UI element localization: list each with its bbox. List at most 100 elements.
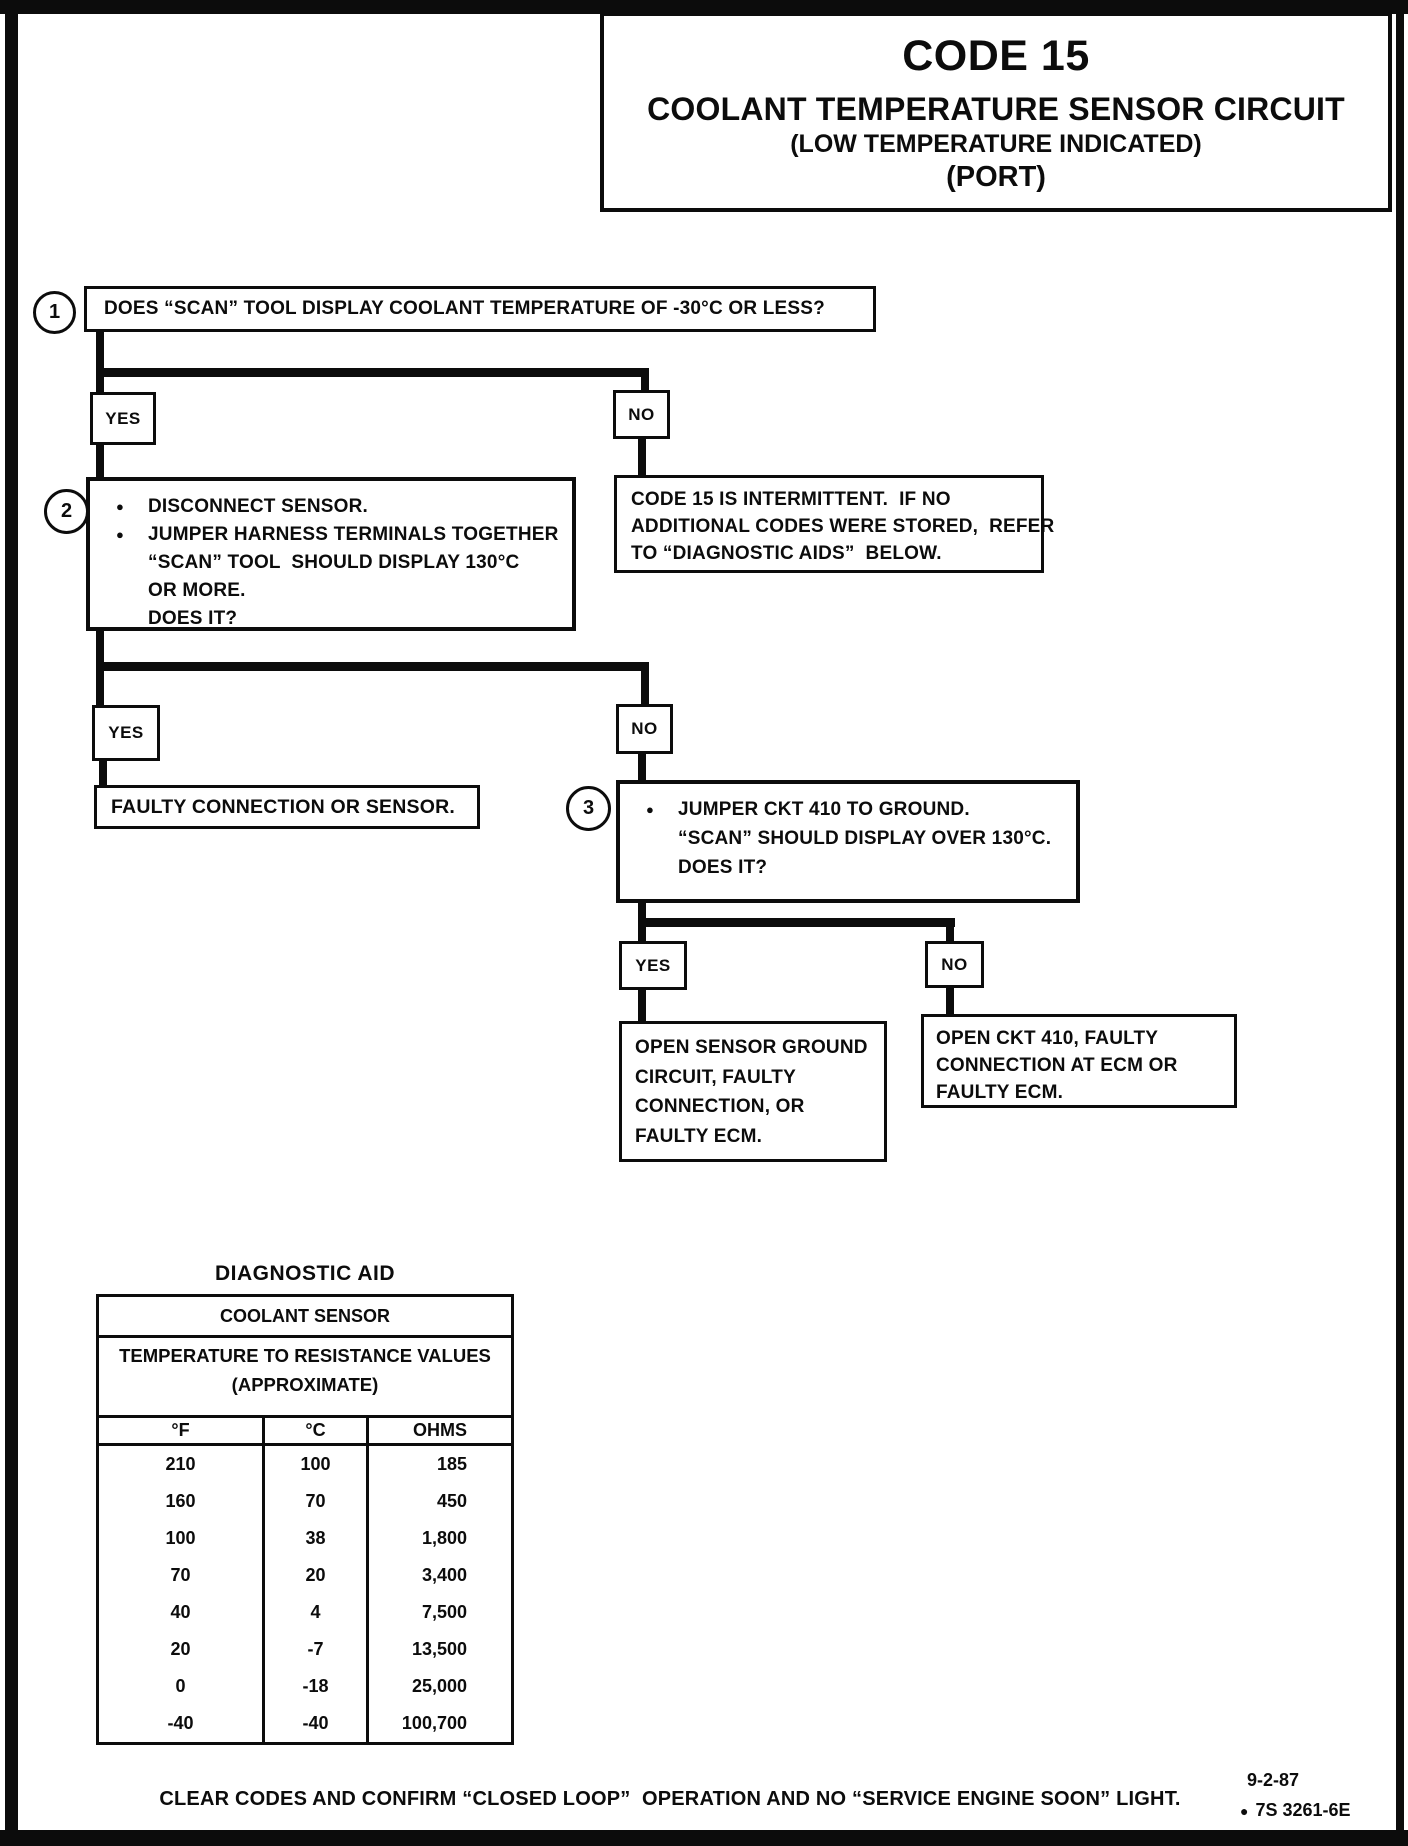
branch-2-no-label: NO: [616, 704, 673, 754]
step-3-badge: 3: [566, 786, 611, 831]
connector-line: [641, 662, 649, 706]
result-box-open-ckt: OPEN CKT 410, FAULTY CONNECTION AT ECM O…: [921, 1014, 1237, 1108]
decision-1-text: DOES “SCAN” TOOL DISPLAY COOLANT TEMPERA…: [104, 298, 825, 319]
table-cell: 38: [265, 1520, 369, 1557]
bullet-icon: ●: [116, 499, 125, 514]
yes-text: YES: [635, 955, 671, 975]
table-cell: 4: [265, 1594, 369, 1631]
step-3-number: 3: [582, 797, 595, 819]
column-header: OHMS: [369, 1418, 511, 1446]
table-title: COOLANT SENSOR: [99, 1297, 511, 1338]
page-subtitle-2: (LOW TEMPERATURE INDICATED): [790, 130, 1202, 158]
page-subtitle-3: (PORT): [946, 161, 1046, 193]
connector-line: [638, 918, 955, 927]
footer-doc-ref: ● 7S 3261-6E: [1240, 1800, 1351, 1821]
table-cell: 1,800: [421, 1528, 467, 1548]
result-line: OPEN SENSOR GROUND: [635, 1037, 868, 1058]
action-3-line: “SCAN” SHOULD DISPLAY OVER 130°C.: [678, 828, 1052, 849]
page-border-bottom: [0, 1830, 1408, 1846]
branch-2-yes-label: YES: [92, 705, 160, 761]
table-cell: 100: [265, 1446, 369, 1483]
diagnostic-aid-title: DIAGNOSTIC AID: [214, 1262, 396, 1285]
page-title: CODE 15: [902, 32, 1090, 80]
connector-line: [99, 759, 107, 787]
column-header: °F: [99, 1418, 265, 1446]
table-cell: 13,500: [411, 1639, 467, 1659]
bullet-icon: ●: [1240, 1802, 1249, 1819]
connector-line: [96, 444, 104, 479]
connector-line: [96, 368, 649, 377]
result-line: ADDITIONAL CODES WERE STORED, REFER: [631, 516, 1055, 537]
table-cell: 100: [99, 1520, 265, 1557]
branch-3-yes-label: YES: [619, 941, 687, 990]
connector-line: [641, 368, 649, 392]
connector-line: [946, 918, 954, 943]
no-text: NO: [941, 954, 968, 974]
table-cell: 20: [99, 1631, 265, 1668]
table-subtitle-line: (APPROXIMATE): [231, 1374, 379, 1395]
coolant-sensor-table: COOLANT SENSOR TEMPERATURE TO RESISTANCE…: [96, 1294, 514, 1745]
action-3-line: ● JUMPER CKT 410 TO GROUND.: [620, 795, 1076, 824]
connector-line: [96, 331, 104, 393]
page-border-top: [0, 0, 1408, 14]
column-header: °C: [265, 1418, 369, 1446]
result-line: CONNECTION AT ECM OR: [936, 1055, 1178, 1076]
table-cell: 25,000: [411, 1676, 467, 1696]
action-3-text: JUMPER CKT 410 TO GROUND.: [678, 799, 970, 820]
table-cell: 100,700: [401, 1713, 467, 1733]
table-cell: 3,400: [421, 1565, 467, 1585]
table-cell: 0: [99, 1668, 265, 1705]
result-line: FAULTY CONNECTION OR SENSOR.: [111, 795, 455, 818]
table-cell: 7,500: [421, 1602, 467, 1622]
step-1-number: 1: [48, 301, 61, 323]
branch-3-no-label: NO: [925, 941, 984, 988]
branch-1-no-label: NO: [613, 390, 670, 439]
action-2-line: ● DISCONNECT SENSOR.: [90, 493, 572, 521]
action-box-3: ● JUMPER CKT 410 TO GROUND. “SCAN” SHOUL…: [616, 780, 1080, 903]
result-line: CONNECTION, OR: [635, 1096, 805, 1117]
result-line: OPEN CKT 410, FAULTY: [936, 1028, 1159, 1049]
table-cell: 70: [265, 1483, 369, 1520]
result-line: FAULTY ECM.: [635, 1125, 763, 1147]
footer-date: 9-2-87: [1247, 1770, 1300, 1790]
result-box-intermittent: CODE 15 IS INTERMITTENT. IF NO ADDITIONA…: [614, 475, 1055, 573]
table-grid: °F °C OHMS 210 100 185 160 70 450 100 38…: [99, 1418, 511, 1742]
table-cell: -7: [265, 1631, 369, 1668]
table-cell: 40: [99, 1594, 265, 1631]
action-2-line: OR MORE.: [148, 580, 246, 601]
connector-line: [638, 988, 646, 1023]
decision-box-1: DOES “SCAN” TOOL DISPLAY COOLANT TEMPERA…: [84, 286, 876, 332]
table-cell: 160: [99, 1483, 265, 1520]
table-cell: 185: [436, 1454, 467, 1474]
branch-1-yes-label: YES: [90, 392, 156, 445]
action-2-text: DISCONNECT SENSOR.: [148, 496, 369, 517]
table-cell: 450: [436, 1491, 467, 1511]
bullet-icon: ●: [116, 527, 125, 542]
result-line: CIRCUIT, FAULTY: [635, 1066, 796, 1088]
page-border-right: [1396, 0, 1404, 1846]
table-cell: -40: [265, 1705, 369, 1742]
step-1-badge: 1: [33, 291, 76, 334]
connector-line: [638, 438, 646, 477]
bullet-icon: ●: [646, 802, 655, 817]
action-box-2: ● DISCONNECT SENSOR. ● JUMPER HARNESS TE…: [86, 477, 576, 631]
table-subtitle-line: TEMPERATURE TO RESISTANCE VALUES: [119, 1345, 491, 1366]
table-cell: 210: [99, 1446, 265, 1483]
action-2-line: “SCAN” TOOL SHOULD DISPLAY 130°C: [148, 552, 520, 573]
step-2-number: 2: [60, 500, 73, 522]
yes-text: YES: [105, 408, 141, 428]
connector-line: [638, 752, 646, 782]
page-subtitle: COOLANT TEMPERATURE SENSOR CIRCUIT: [647, 91, 1345, 127]
yes-text: YES: [108, 723, 144, 742]
footer-note: CLEAR CODES AND CONFIRM “CLOSED LOOP” OP…: [159, 1788, 1181, 1810]
action-3-line: DOES IT?: [678, 857, 768, 878]
connector-line: [946, 986, 954, 1015]
result-box-open-ground: OPEN SENSOR GROUND CIRCUIT, FAULTY CONNE…: [619, 1021, 887, 1162]
page-border-left: [5, 0, 18, 1846]
result-box-faulty-sensor: FAULTY CONNECTION OR SENSOR.: [94, 785, 480, 829]
action-2-line: ● JUMPER HARNESS TERMINALS TOGETHER: [90, 521, 572, 549]
table-cell: -18: [265, 1668, 369, 1705]
doc-ref-text: 7S 3261-6E: [1255, 1800, 1351, 1820]
no-text: NO: [628, 404, 655, 424]
